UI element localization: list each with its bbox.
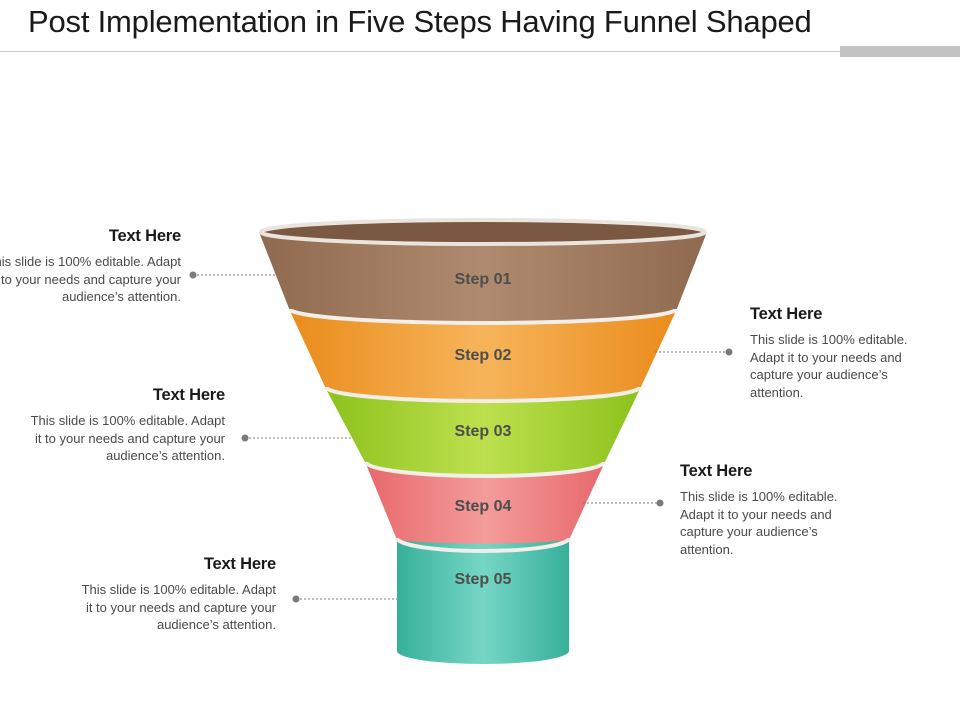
callout-body: This slide is 100% editable. Adapt it to… (30, 413, 225, 464)
slide-title: Post Implementation in Five Steps Having… (28, 4, 812, 39)
callout-step-01: Text Here This slide is 100% editable. A… (0, 227, 181, 306)
callout-body: This slide is 100% editable. Adapt it to… (0, 254, 181, 305)
connector-dot-2 (725, 348, 733, 356)
connector-dot-1 (189, 271, 197, 279)
callout-step-02: Text Here This slide is 100% editable. A… (750, 305, 940, 401)
separator-1 (288, 308, 678, 325)
step-05-label: Step 05 (455, 571, 512, 588)
callout-step-04: Text Here This slide is 100% editable. A… (680, 462, 870, 558)
funnel-top-rim (259, 218, 707, 246)
callout-body: This slide is 100% editable. Adapt it to… (750, 332, 908, 400)
separator-4 (395, 537, 571, 553)
funnel-segment-step-01 (259, 232, 707, 325)
callout-heading: Text Here (152, 386, 225, 404)
step-03-label: Step 03 (455, 423, 512, 440)
callout-body: This slide is 100% editable. Adapt it to… (680, 489, 838, 557)
callout-heading: Text Here (750, 305, 823, 323)
title-accent-bar (840, 46, 960, 57)
step-01-label: Step 01 (455, 271, 512, 288)
funnel-segment-step-02 (290, 311, 676, 403)
connector-dot-3 (241, 434, 249, 442)
callout-heading: Text Here (108, 227, 181, 245)
connector-dot-5 (292, 595, 300, 603)
funnel-segment-step-03 (326, 389, 640, 478)
callout-body: This slide is 100% editable. Adapt it to… (81, 582, 276, 633)
callout-step-05: Text Here This slide is 100% editable. A… (76, 555, 277, 634)
separator-3 (364, 461, 606, 478)
funnel-segment-step-05 (397, 540, 569, 664)
callout-step-03: Text Here This slide is 100% editable. A… (25, 386, 226, 465)
callout-heading: Text Here (203, 555, 276, 573)
funnel-segment-step-04 (366, 464, 604, 544)
title-divider (0, 51, 840, 52)
step-04-label: Step 04 (455, 498, 512, 515)
step-02-label: Step 02 (455, 347, 512, 364)
callout-heading: Text Here (680, 462, 753, 480)
separator-2 (324, 386, 642, 403)
connector-dot-4 (656, 499, 664, 507)
